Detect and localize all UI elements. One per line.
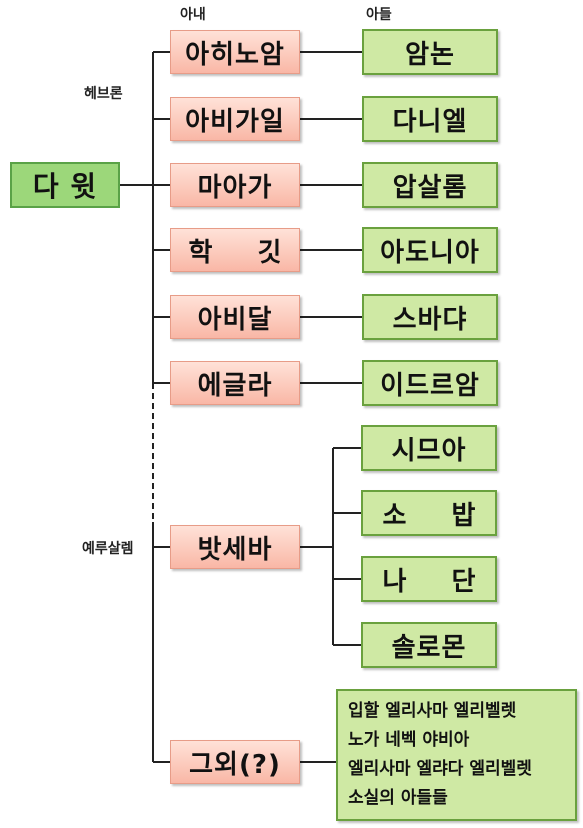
wife-node-others: 그외(?) [170, 740, 300, 784]
son-node: 시므아 [361, 425, 497, 471]
son-node: 소 밥 [361, 490, 497, 536]
note-line: 노가 네벡 야비아 [348, 730, 470, 750]
son-node: 압살롬 [362, 162, 498, 208]
son-node: 스바댜 [362, 294, 498, 340]
son-column-header: 아들 [366, 7, 392, 23]
place-label-hebron: 헤브론 [84, 86, 123, 102]
wife-node: 아비달 [170, 295, 300, 339]
wife-node-bathsheba: 밧세바 [170, 525, 300, 569]
wife-column-header: 아내 [180, 7, 206, 23]
son-node: 아도니아 [362, 227, 498, 273]
note-line: 입할 엘리사마 엘리벨렛 [348, 701, 517, 721]
son-node: 나 단 [361, 556, 497, 602]
wife-node: 마아가 [170, 163, 300, 207]
note-line: 소실의 아들들 [348, 788, 448, 808]
wife-node: 아히노암 [170, 30, 300, 74]
son-node: 암논 [362, 29, 498, 75]
son-node: 이드르암 [362, 360, 498, 406]
other-sons-note: 입할 엘리사마 엘리벨렛 노가 네벡 야비아 엘리사마 엘랴다 엘리벨렛 소실의… [336, 689, 577, 821]
wife-node: 학 깃 [170, 228, 300, 272]
son-node: 솔로몬 [361, 622, 497, 668]
david-node: 다 윗 [10, 162, 120, 208]
wife-node: 아비가일 [170, 97, 300, 141]
note-line: 엘리사마 엘랴다 엘리벨렛 [348, 759, 532, 779]
place-label-jerusalem: 예루살렘 [82, 541, 134, 557]
son-node: 다니엘 [362, 96, 498, 142]
wife-node: 에글라 [170, 361, 300, 405]
